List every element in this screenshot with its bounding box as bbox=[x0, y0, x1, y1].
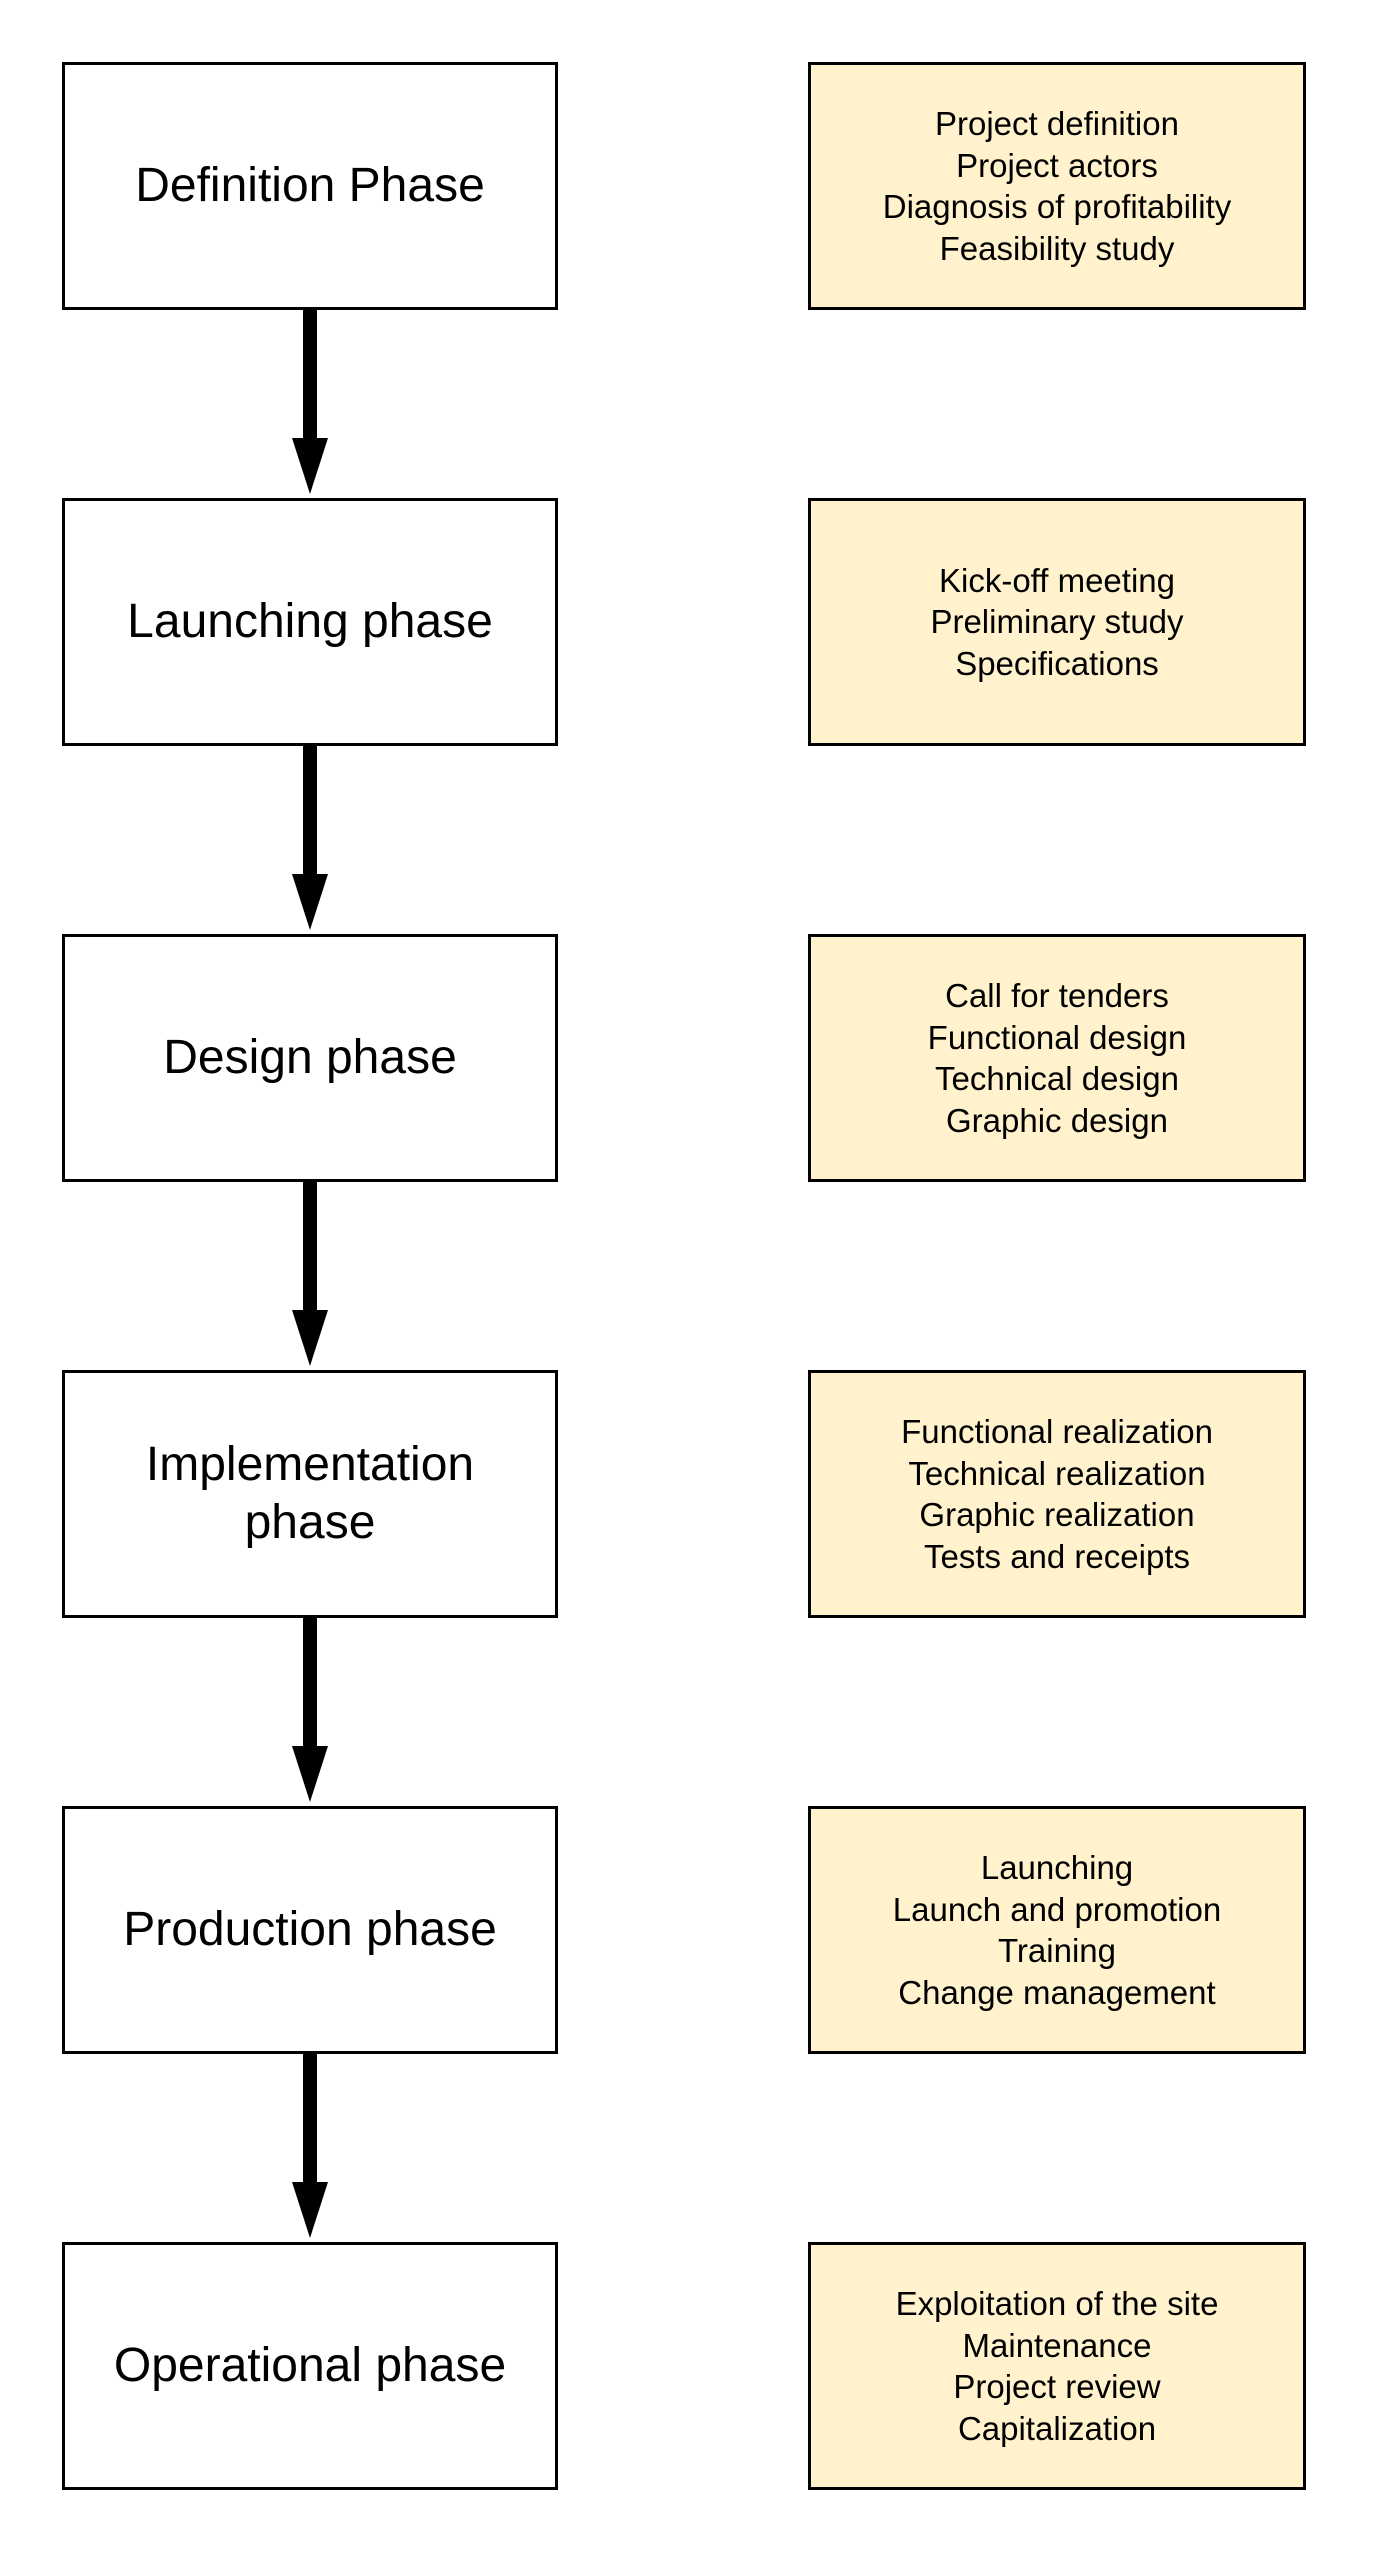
details-item: Call for tenders bbox=[945, 977, 1169, 1014]
details-list: Call for tenders Functional design Techn… bbox=[928, 975, 1187, 1141]
details-item: Project actors bbox=[956, 146, 1158, 184]
details-item: Launching bbox=[980, 1849, 1134, 1886]
details-item: Functional design bbox=[927, 1018, 1187, 1056]
details-box-production: Launching Launch and promotion Training … bbox=[808, 1806, 1306, 2054]
details-item: Specifications bbox=[955, 644, 1159, 682]
arrow-shaft bbox=[303, 2054, 317, 2186]
details-box-launching: Kick-off meeting Preliminary study Speci… bbox=[808, 498, 1306, 746]
details-list: Project definition Project actors Diagno… bbox=[883, 103, 1232, 269]
details-item: Project review bbox=[953, 2368, 1161, 2405]
details-list: Kick-off meeting Preliminary study Speci… bbox=[930, 560, 1183, 685]
details-item: Technical realization bbox=[908, 1454, 1206, 1492]
phase-label: Launching phase bbox=[127, 595, 493, 648]
arrow-head-icon bbox=[292, 2182, 328, 2238]
phase-label: Production phase bbox=[123, 1903, 497, 1956]
phase-box-design: Design phase bbox=[62, 934, 558, 1182]
phase-label: Definition Phase bbox=[135, 159, 485, 212]
details-list: Launching Launch and promotion Training … bbox=[893, 1847, 1221, 2013]
details-box-definition: Project definition Project actors Diagno… bbox=[808, 62, 1306, 310]
phase-label: Design phase bbox=[163, 1031, 457, 1084]
details-box-implementation: Functional realization Technical realiza… bbox=[808, 1370, 1306, 1618]
details-list: Exploitation of the site Maintenance Pro… bbox=[896, 2283, 1219, 2449]
phase-label: Implementation phase bbox=[145, 1438, 475, 1549]
details-box-operational: Exploitation of the site Maintenance Pro… bbox=[808, 2242, 1306, 2490]
details-item: Tests and receipts bbox=[924, 1537, 1190, 1575]
details-item: Diagnosis of profitability bbox=[882, 188, 1232, 225]
details-item: Change management bbox=[898, 1973, 1216, 2011]
phase-box-definition: Definition Phase bbox=[62, 62, 558, 310]
phase-box-operational: Operational phase bbox=[62, 2242, 558, 2490]
arrow-head-icon bbox=[292, 438, 328, 494]
phase-box-production: Production phase bbox=[62, 1806, 558, 2054]
details-item: Technical design bbox=[934, 1060, 1179, 1097]
details-item: Maintenance bbox=[962, 2326, 1152, 2364]
phase-box-implementation: Implementation phase bbox=[62, 1370, 558, 1618]
arrow-head-icon bbox=[292, 874, 328, 930]
details-box-design: Call for tenders Functional design Techn… bbox=[808, 934, 1306, 1182]
details-item: Feasibility study bbox=[939, 229, 1175, 267]
arrow-shaft bbox=[303, 746, 317, 878]
details-item: Preliminary study bbox=[930, 603, 1184, 641]
details-item: Graphic realization bbox=[919, 1496, 1195, 1533]
details-item: Functional realization bbox=[901, 1413, 1213, 1450]
details-item: Exploitation of the site bbox=[895, 2285, 1219, 2322]
details-item: Capitalization bbox=[957, 2409, 1157, 2447]
arrow-shaft bbox=[303, 310, 317, 442]
phase-box-launching: Launching phase bbox=[62, 498, 558, 746]
details-item: Graphic design bbox=[946, 1101, 1168, 1139]
details-item: Training bbox=[998, 1932, 1116, 1969]
arrow-head-icon bbox=[292, 1746, 328, 1802]
phase-label: Operational phase bbox=[113, 2339, 507, 2392]
details-item: Project definition bbox=[935, 105, 1179, 142]
arrow-shaft bbox=[303, 1618, 317, 1750]
details-list: Functional realization Technical realiza… bbox=[901, 1411, 1213, 1577]
details-item: Launch and promotion bbox=[892, 1890, 1222, 1928]
arrow-head-icon bbox=[292, 1310, 328, 1366]
arrow-shaft bbox=[303, 1182, 317, 1314]
details-item: Kick-off meeting bbox=[938, 561, 1175, 599]
